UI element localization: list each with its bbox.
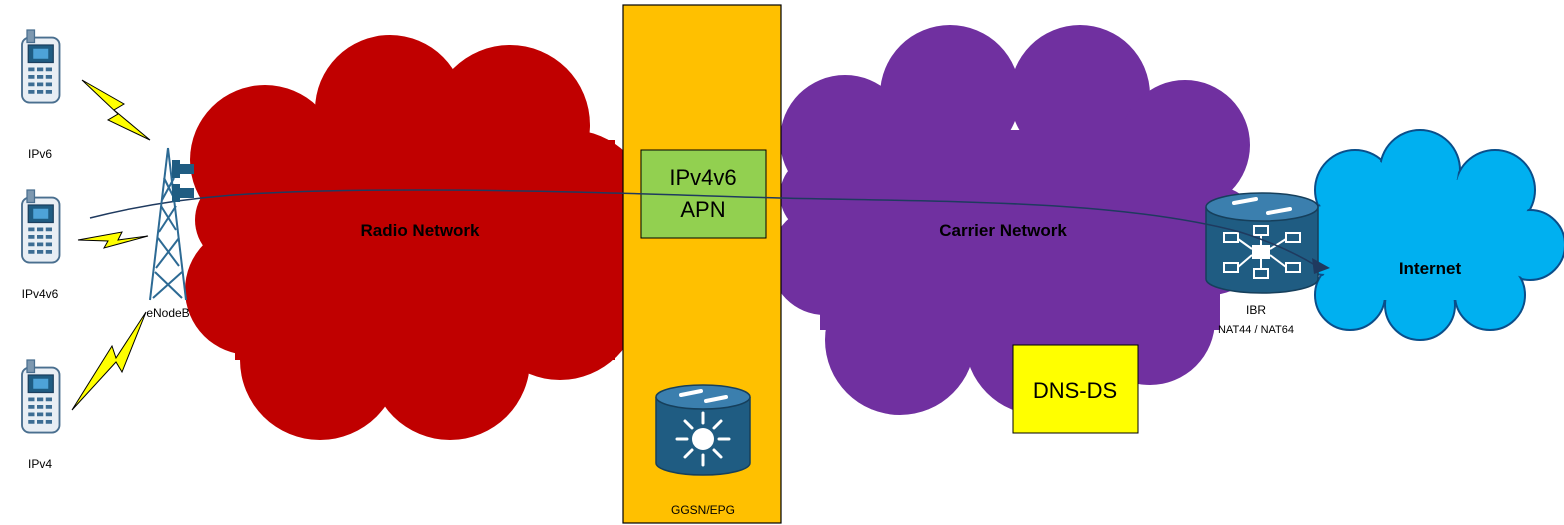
dns-box-label: DNS-DS	[1033, 378, 1117, 403]
connection-line	[89, 189, 1316, 266]
gateway-label: GGSN/EPG	[671, 503, 735, 517]
carrier-network-label: Carrier Network	[939, 221, 1067, 240]
ibr-label: IBR	[1246, 303, 1266, 317]
mobile-phone-icon	[21, 189, 61, 264]
internet-cloud-fill	[1292, 132, 1563, 338]
radio-network-label: Radio Network	[360, 221, 480, 240]
enodeb-label: eNodeB	[146, 306, 189, 320]
device-ipv6-label: IPv6	[28, 147, 52, 161]
router-icon	[1205, 192, 1319, 294]
device-ipv4-label: IPv4	[28, 457, 52, 471]
wireless-link-icon	[77, 231, 149, 249]
dns-box	[1012, 344, 1139, 434]
wireless-link-icon	[71, 311, 147, 411]
mobile-phone-icon	[21, 359, 61, 434]
radio-network-cloud	[185, 35, 650, 440]
ibr-sublabel: NAT44 / NAT64	[1218, 324, 1294, 336]
gateway-switch-icon	[655, 384, 751, 476]
connection-arrowhead	[1312, 258, 1330, 274]
apn-box-line2: APN	[680, 197, 725, 222]
mobile-phone-icon	[21, 29, 61, 104]
cell-tower-icon	[149, 147, 194, 301]
wireless-link-icon	[81, 79, 151, 141]
apn-box-line1: IPv4v6	[669, 165, 736, 190]
internet-label: Internet	[1399, 259, 1462, 278]
device-ipv4v6-label: IPv4v6	[22, 287, 59, 301]
